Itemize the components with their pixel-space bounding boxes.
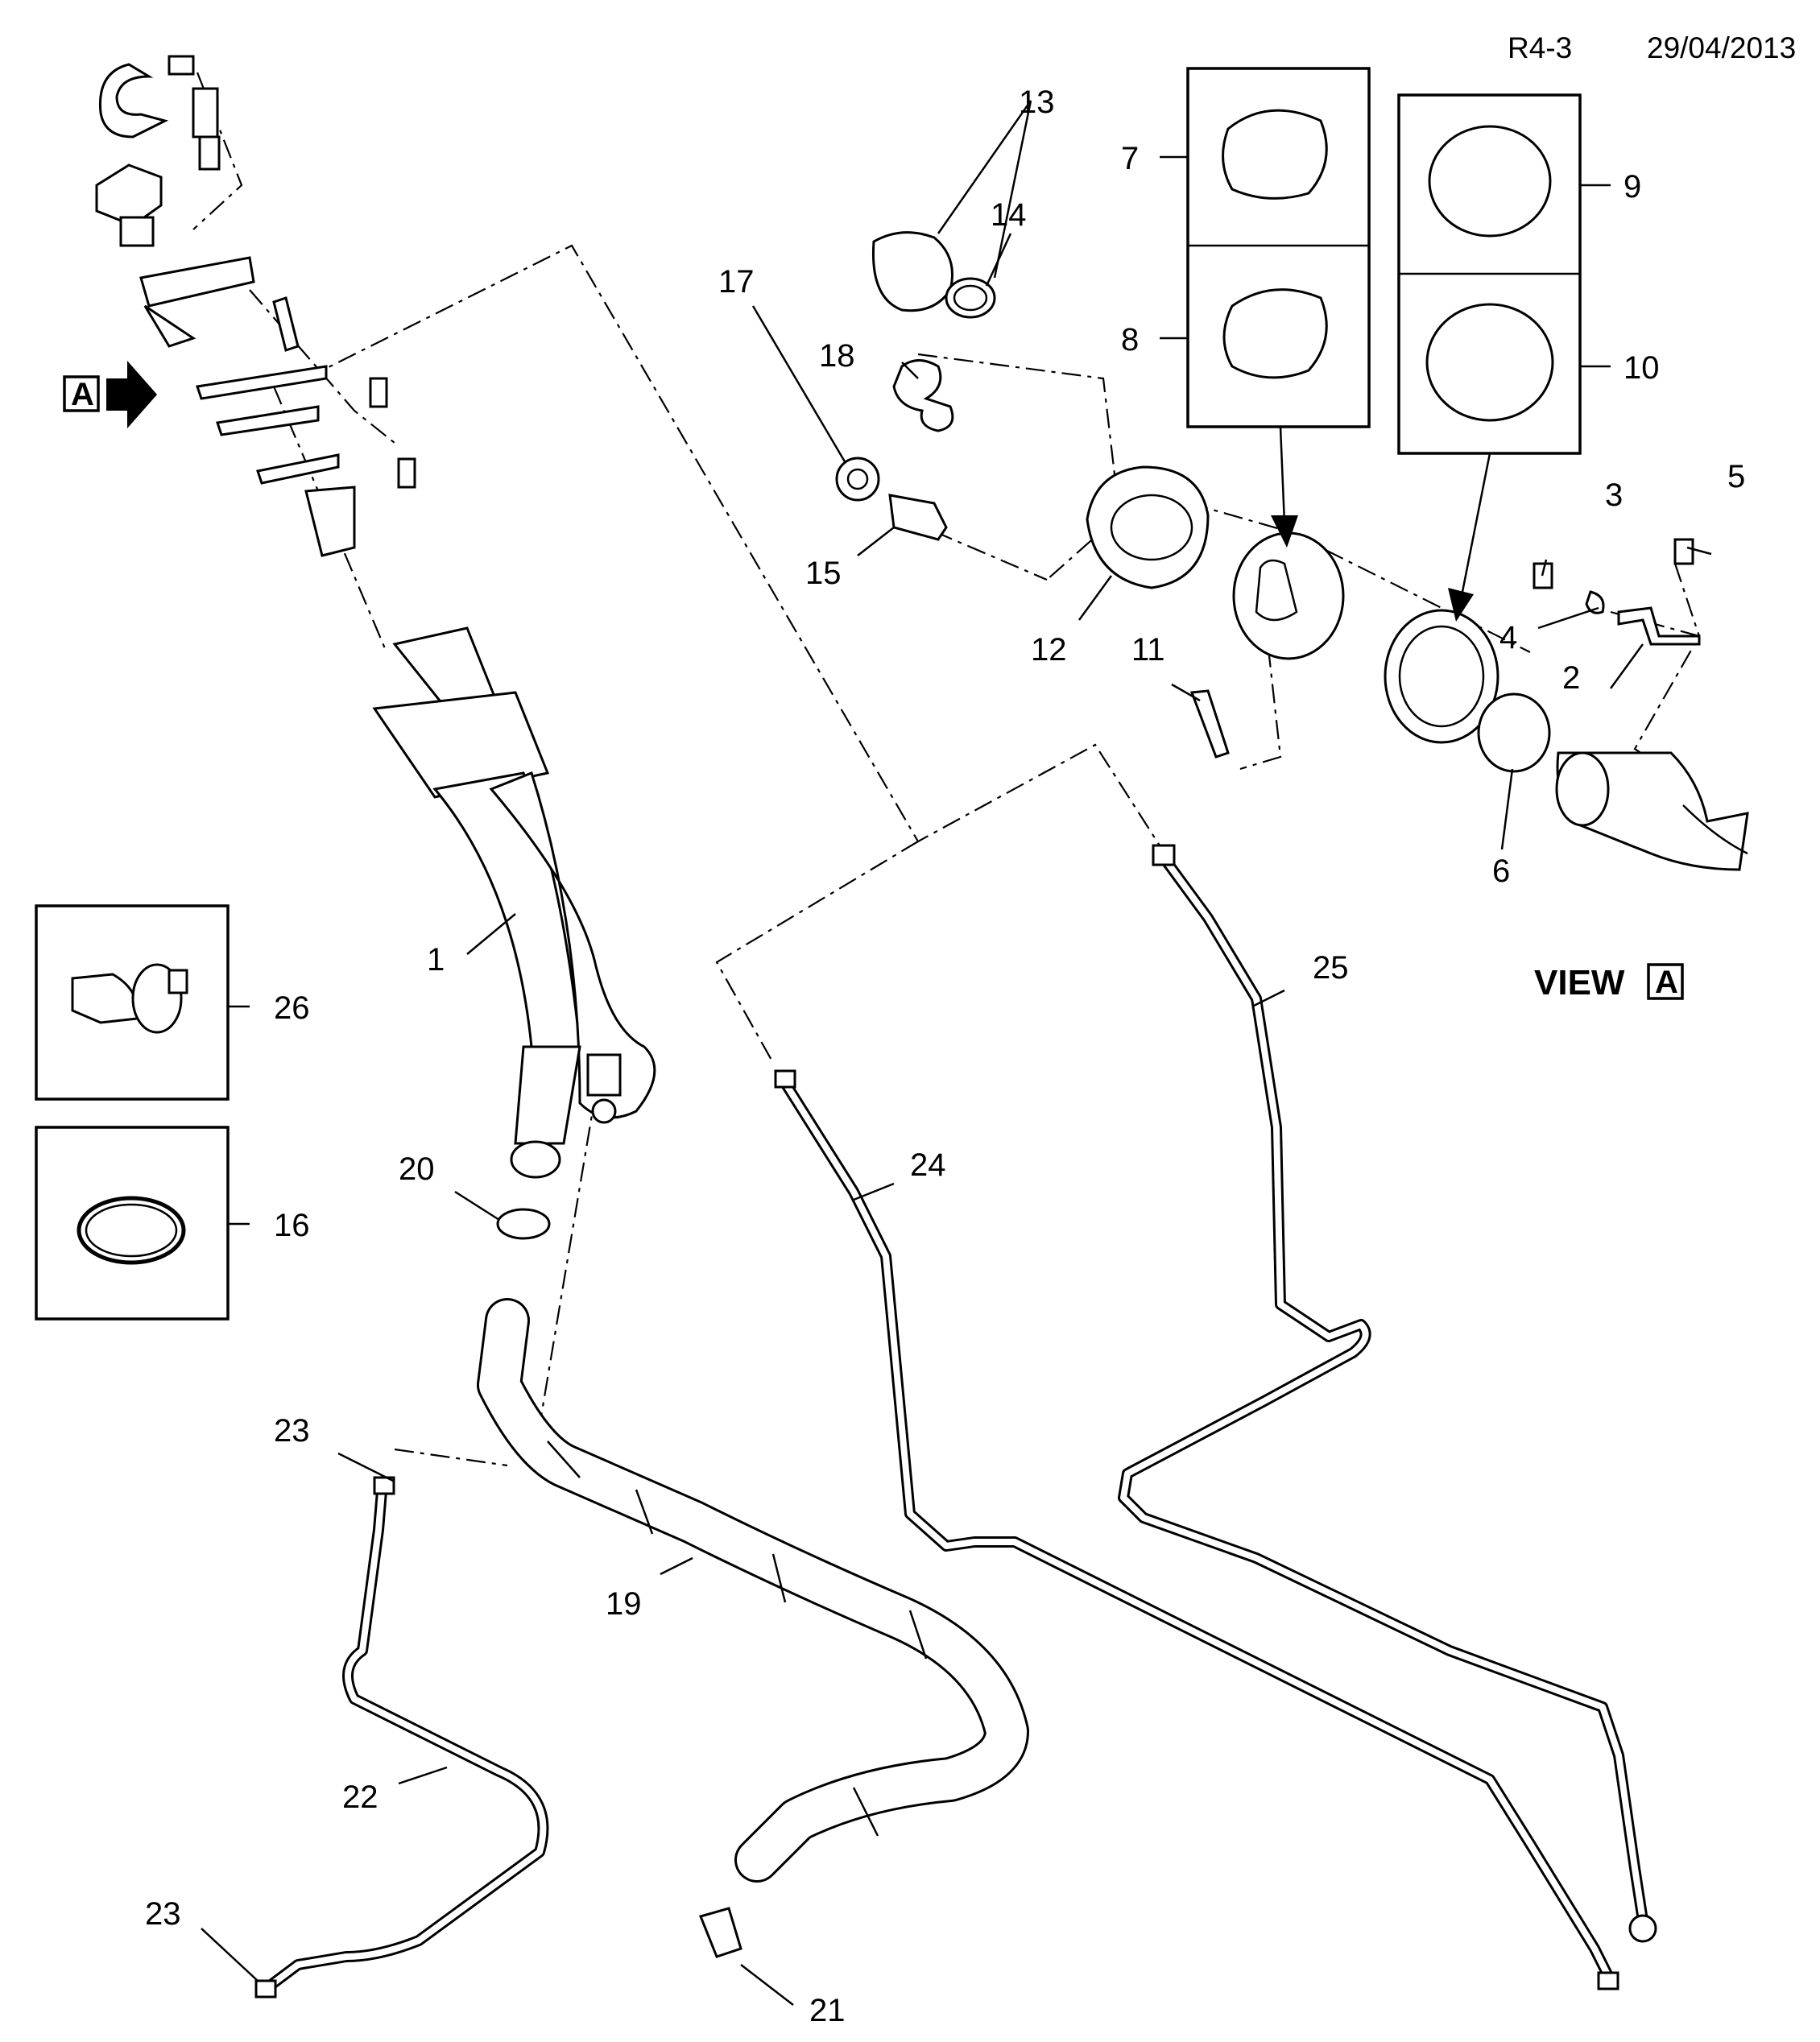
- filler-door-parts: [835, 231, 1230, 759]
- callout-20: 20: [399, 1151, 435, 1187]
- callout-8: 8: [1121, 322, 1139, 358]
- pipe-22: [254, 1476, 549, 1999]
- view-title-letter: A: [1655, 965, 1678, 1000]
- clamp-ring-6: [1477, 692, 1551, 773]
- callout-9: 9: [1624, 169, 1641, 205]
- callout-14: 14: [991, 197, 1027, 233]
- callout-6: 6: [1492, 854, 1510, 889]
- callout-23-lower: 23: [145, 1896, 181, 1932]
- hose-clamp-21: [698, 1907, 742, 1958]
- filler-neck: [372, 626, 656, 1179]
- callout-12: 12: [1031, 632, 1067, 668]
- callout-11: 11: [1131, 632, 1165, 668]
- pipe-24: [774, 1069, 1619, 1990]
- callout-7: 7: [1121, 141, 1139, 176]
- pipe-25: [1118, 844, 1657, 1943]
- callout-4: 4: [1499, 620, 1517, 655]
- callout-23-upper: 23: [274, 1413, 310, 1449]
- fuel-hose: [477, 1298, 1029, 1883]
- tank-inlet: [1555, 751, 1749, 871]
- view-a-marker: A: [63, 361, 157, 428]
- inset-box-16: [35, 1126, 230, 1321]
- callout-22: 22: [342, 1780, 378, 1815]
- callout-15: 15: [805, 556, 842, 591]
- callout-leaders: [201, 100, 1712, 2006]
- callout-21: 21: [809, 1993, 846, 2028]
- callout-25: 25: [1313, 950, 1349, 986]
- inset-box-26: [35, 904, 230, 1101]
- view-a-title: VIEW A: [1534, 963, 1684, 1002]
- diagram-code: R4-3: [1508, 31, 1572, 64]
- callout-2: 2: [1562, 660, 1580, 696]
- inset-box-9-10: [1397, 93, 1582, 455]
- callout-numbers: 1 2 3 4 5 6 7 8 9 10 11 12 13 14 15 16 1…: [145, 85, 1745, 2028]
- callout-18: 18: [819, 338, 855, 374]
- filler-cap-assembly: [95, 55, 416, 557]
- callout-10: 10: [1624, 350, 1660, 386]
- callout-16: 16: [274, 1208, 310, 1243]
- bracket-parts: [1533, 538, 1701, 646]
- hose-clamp-20: [496, 1208, 551, 1240]
- diagram-date: 29/04/2013: [1647, 31, 1796, 64]
- gasket-ring-10: [1384, 609, 1499, 744]
- callout-1: 1: [427, 942, 445, 978]
- callout-3: 3: [1605, 477, 1623, 513]
- callout-17: 17: [718, 264, 755, 300]
- callout-13: 13: [1019, 85, 1055, 120]
- callout-5: 5: [1727, 459, 1745, 494]
- callout-26: 26: [274, 990, 310, 1026]
- arrow-right-icon: [106, 361, 157, 428]
- view-a-letter: A: [71, 377, 94, 412]
- inset-box-7-8: [1186, 67, 1371, 428]
- gasket-ring-8: [1232, 531, 1345, 660]
- callout-19: 19: [606, 1586, 642, 1622]
- callout-24: 24: [910, 1147, 946, 1183]
- view-title-text: VIEW: [1534, 963, 1625, 1002]
